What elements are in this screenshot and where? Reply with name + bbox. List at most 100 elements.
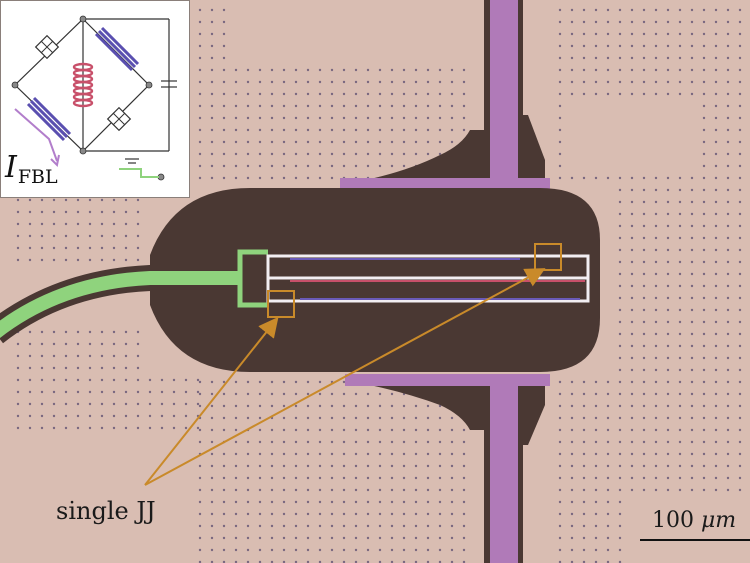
flux-trap-dot bbox=[354, 464, 358, 468]
flux-trap-dot bbox=[124, 246, 128, 250]
flux-trap-dot bbox=[714, 140, 718, 144]
flux-trap-dot bbox=[438, 416, 442, 420]
flux-trap-dot bbox=[726, 416, 730, 420]
flux-trap-dot bbox=[738, 392, 742, 396]
flux-trap-dot bbox=[306, 164, 310, 168]
flux-trap-dot bbox=[558, 128, 562, 132]
flux-trap-dot bbox=[148, 426, 152, 430]
flux-trap-dot bbox=[222, 80, 226, 84]
flux-trap-dot bbox=[618, 80, 622, 84]
flux-trap-dot bbox=[210, 560, 214, 563]
flux-trap-dot bbox=[64, 210, 68, 214]
flux-trap-dot bbox=[318, 452, 322, 456]
flux-trap-dot bbox=[678, 332, 682, 336]
flux-trap-dot bbox=[666, 212, 670, 216]
flux-trap-dot bbox=[426, 404, 430, 408]
flux-trap-dot bbox=[222, 116, 226, 120]
flux-trap-dot bbox=[618, 428, 622, 432]
flux-trap-dot bbox=[726, 392, 730, 396]
flux-trap-dot bbox=[702, 476, 706, 480]
flux-trap-dot bbox=[258, 92, 262, 96]
flux-trap-dot bbox=[714, 56, 718, 60]
flux-trap-dot bbox=[210, 116, 214, 120]
flux-trap-dot bbox=[690, 20, 694, 24]
flux-trap-dot bbox=[342, 404, 346, 408]
flux-trap-dot bbox=[594, 32, 598, 36]
flux-trap-dot bbox=[258, 128, 262, 132]
flux-trap-dot bbox=[306, 524, 310, 528]
flux-trap-dot bbox=[318, 68, 322, 72]
flux-trap-dot bbox=[342, 428, 346, 432]
flux-trap-dot bbox=[28, 378, 32, 382]
flux-trap-dot bbox=[702, 140, 706, 144]
flux-trap-dot bbox=[366, 80, 370, 84]
flux-trap-dot bbox=[306, 104, 310, 108]
flux-trap-dot bbox=[342, 68, 346, 72]
flux-trap-dot bbox=[654, 332, 658, 336]
flux-trap-dot bbox=[654, 8, 658, 12]
flux-trap-dot bbox=[702, 212, 706, 216]
flux-trap-dot bbox=[222, 92, 226, 96]
flux-trap-dot bbox=[618, 524, 622, 528]
flux-trap-dot bbox=[414, 488, 418, 492]
flux-trap-dot bbox=[630, 392, 634, 396]
flux-trap-dot bbox=[678, 308, 682, 312]
flux-trap-dot bbox=[462, 80, 466, 84]
flux-trap-dot bbox=[726, 152, 730, 156]
flux-trap-dot bbox=[678, 92, 682, 96]
flux-trap-dot bbox=[726, 260, 730, 264]
flux-trap-dot bbox=[582, 548, 586, 552]
flux-trap-dot bbox=[390, 92, 394, 96]
flux-trap-dot bbox=[714, 212, 718, 216]
flux-trap-dot bbox=[702, 284, 706, 288]
flux-trap-dot bbox=[318, 164, 322, 168]
flux-trap-dot bbox=[666, 440, 670, 444]
flux-trap-dot bbox=[594, 476, 598, 480]
flux-trap-dot bbox=[318, 524, 322, 528]
flux-trap-dot bbox=[462, 116, 466, 120]
flux-trap-dot bbox=[294, 140, 298, 144]
flux-trap-dot bbox=[738, 236, 742, 240]
flux-trap-dot bbox=[678, 224, 682, 228]
flux-trap-dot bbox=[294, 536, 298, 540]
flux-trap-dot bbox=[366, 152, 370, 156]
flux-trap-dot bbox=[582, 176, 586, 180]
flux-trap-dot bbox=[558, 488, 562, 492]
flux-trap-dot bbox=[558, 8, 562, 12]
flux-trap-dot bbox=[450, 140, 454, 144]
flux-trap-dot bbox=[726, 368, 730, 372]
flux-trap-dot bbox=[222, 428, 226, 432]
flux-trap-dot bbox=[702, 320, 706, 324]
flux-trap-dot bbox=[642, 272, 646, 276]
flux-trap-dot bbox=[318, 80, 322, 84]
flux-trap-dot bbox=[198, 380, 202, 384]
flux-trap-dot bbox=[210, 416, 214, 420]
flux-trap-dot bbox=[184, 426, 188, 430]
flux-trap-dot bbox=[570, 560, 574, 563]
flux-trap-dot bbox=[354, 416, 358, 420]
flux-trap-dot bbox=[714, 128, 718, 132]
flux-trap-dot bbox=[570, 392, 574, 396]
flux-trap-dot bbox=[738, 212, 742, 216]
flux-trap-dot bbox=[390, 392, 394, 396]
flux-trap-dot bbox=[306, 512, 310, 516]
flux-trap-dot bbox=[196, 402, 200, 406]
flux-trap-dot bbox=[282, 80, 286, 84]
flux-trap-dot bbox=[666, 332, 670, 336]
flux-trap-dot bbox=[294, 80, 298, 84]
flux-trap-dot bbox=[100, 222, 104, 226]
flux-trap-dot bbox=[76, 390, 80, 394]
flux-trap-dot bbox=[642, 224, 646, 228]
flux-trap-dot bbox=[270, 536, 274, 540]
flux-trap-dot bbox=[714, 260, 718, 264]
flux-trap-dot bbox=[738, 452, 742, 456]
flux-trap-dot bbox=[148, 402, 152, 406]
flux-trap-dot bbox=[246, 512, 250, 516]
flux-trap-dot bbox=[654, 308, 658, 312]
flux-trap-dot bbox=[690, 56, 694, 60]
flux-trap-dot bbox=[88, 198, 92, 202]
flux-trap-dot bbox=[414, 524, 418, 528]
arrow-icon bbox=[144, 268, 546, 486]
flux-trap-dot bbox=[582, 452, 586, 456]
flux-trap-dot bbox=[234, 92, 238, 96]
